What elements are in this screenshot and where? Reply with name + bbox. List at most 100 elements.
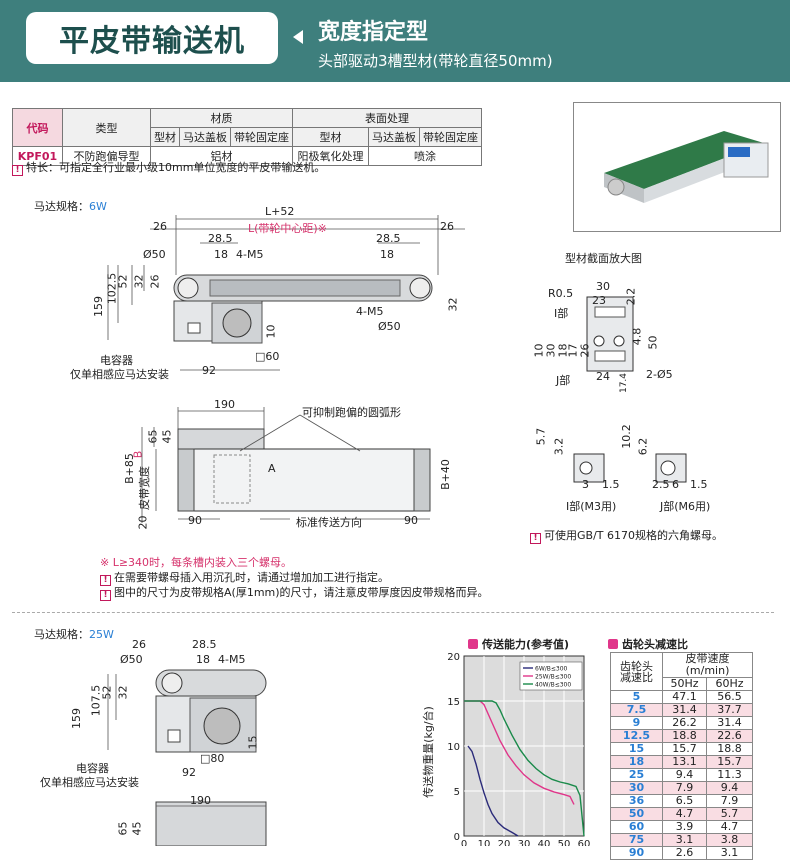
dim-32: 32	[132, 274, 146, 289]
legend-entry: 6W/B≤300	[535, 666, 568, 673]
dim3-92: 92	[182, 766, 196, 779]
sub-col: 带轮固定座	[419, 127, 482, 147]
dim-32-right: 32	[446, 297, 460, 312]
arc-note: 可抑制跑偏的圆弧形	[302, 406, 401, 419]
dim-4m5-left: 4-M5	[236, 248, 264, 261]
speed-cell: 47.1	[662, 690, 707, 704]
product-photo	[573, 102, 781, 232]
transport-direction: 标准传送方向	[296, 516, 362, 529]
dim-18-left: 18	[214, 248, 228, 261]
surface-cell: 阳极氧化处理	[292, 146, 369, 166]
dim-90-right: 90	[404, 514, 418, 527]
warning-icon: !	[100, 575, 111, 586]
y-tick-label: 0	[454, 832, 460, 843]
detail-j-caption: J部(M6用)	[660, 500, 711, 513]
speed-cell: 11.3	[706, 768, 753, 782]
dim-50-right: Ø50	[378, 320, 401, 333]
speed-cell: 15.7	[662, 742, 707, 756]
speed-cell: 18.8	[662, 729, 707, 743]
col-surface: 表面处理	[292, 108, 482, 128]
section-i-part: I部	[554, 307, 569, 320]
dim3-159: 159	[70, 708, 83, 729]
chevron-left-icon	[293, 30, 303, 44]
dim-A: A	[268, 462, 276, 475]
belt-width-label: 皮带宽度	[138, 466, 151, 510]
ratio-cell: 25	[610, 768, 663, 782]
speed-cell: 22.6	[706, 729, 753, 743]
conveyor-photo-image	[604, 131, 769, 203]
x-tick-label: 10	[478, 839, 491, 846]
sub-col: 马达盖板	[368, 127, 420, 147]
sub-col: 型材	[150, 127, 180, 147]
dim-B: B	[131, 450, 145, 459]
ratio-cell: 9	[610, 716, 663, 730]
ratio-cell: 18	[610, 755, 663, 769]
capacitor-label: 电容器	[100, 354, 133, 367]
dim-sec-174: 17.4	[619, 372, 630, 394]
bullet-icon	[608, 639, 618, 649]
speed-cell: 18.8	[706, 742, 753, 756]
detail-i-caption: I部(M3用)	[566, 500, 617, 513]
dim-10: 10	[264, 324, 278, 339]
dim-j-6: 6	[672, 478, 679, 491]
dim-190: 190	[214, 398, 235, 411]
dim3-65: 65	[116, 821, 130, 836]
speed-cell: 6.5	[662, 794, 707, 808]
ratio-head-60hz: 60Hz	[706, 677, 753, 691]
dim-45: 45	[160, 429, 174, 444]
dim-92: 92	[202, 364, 216, 377]
dim-50: Ø50	[143, 248, 166, 261]
note-l340: ※ L≥340时，每条槽内装入三个螺母。	[100, 556, 293, 569]
series-line-1	[467, 745, 519, 837]
motor-spec-6w: 马达规格：6W	[34, 200, 107, 213]
ratio-cell: 90	[610, 846, 663, 860]
dim-B40: B+40	[438, 459, 452, 490]
dim3-50: Ø50	[120, 653, 143, 666]
series-line-2	[464, 700, 575, 805]
legend-entry: 40W/B≤300	[535, 682, 571, 689]
ratio-head-speed: 皮带速度(m/min)	[662, 652, 753, 678]
dim-20: 20	[136, 515, 150, 530]
dim-90-left: 90	[188, 514, 202, 527]
capacitor-label-2: 电容器	[76, 762, 109, 775]
ratio-cell: 50	[610, 807, 663, 821]
code-cell: KPF01	[12, 146, 63, 166]
speed-cell: 15.7	[706, 755, 753, 769]
ratio-title: 齿轮头减速比	[608, 636, 688, 652]
speed-cell: 2.6	[662, 846, 707, 860]
col-type: 类型	[62, 108, 151, 147]
dim3-285: 28.5	[192, 638, 217, 651]
speed-cell: 31.4	[706, 716, 753, 730]
feature-note: !特长：可指定全行业最小级10mm单位宽度的平皮带输送机。	[12, 159, 325, 176]
x-tick-label: 40	[538, 839, 551, 846]
dim3-4m5: 4-M5	[218, 653, 246, 666]
dim-j-25: 2.5	[652, 478, 670, 491]
dim-159: 159	[92, 296, 105, 317]
dim-285-right: 28.5	[376, 232, 401, 245]
dim-sec-48: 4.8	[630, 327, 644, 346]
speed-cell: 31.4	[662, 703, 707, 717]
section-profile-drawing	[586, 296, 634, 372]
speed-cell: 7.9	[662, 781, 707, 795]
side-view-drawing-6w	[107, 215, 465, 371]
detail-drawings	[573, 453, 687, 483]
material-cell: 铝材	[150, 146, 293, 166]
col-material: 材质	[150, 108, 293, 128]
speed-cell: 3.1	[662, 833, 707, 847]
spec-table: 代码 类型 材质 表面处理 型材 马达盖板 带轮固定座 型材 马达盖板 带轮固定…	[12, 108, 482, 166]
dim-18-right: 18	[380, 248, 394, 261]
speed-cell: 13.1	[662, 755, 707, 769]
dim-L52: L+52	[265, 205, 295, 218]
type-subtitle: 头部驱动3槽型材(带轮直径50mm)	[318, 52, 553, 70]
y-tick-label: 20	[447, 652, 460, 663]
dim-sec-24: 24	[596, 370, 610, 383]
dim3-15: 15	[246, 735, 260, 750]
dim-sec-2o5: 2-Ø5	[646, 368, 673, 381]
speed-cell: 3.1	[706, 846, 753, 860]
dim-65: 65	[146, 429, 160, 444]
